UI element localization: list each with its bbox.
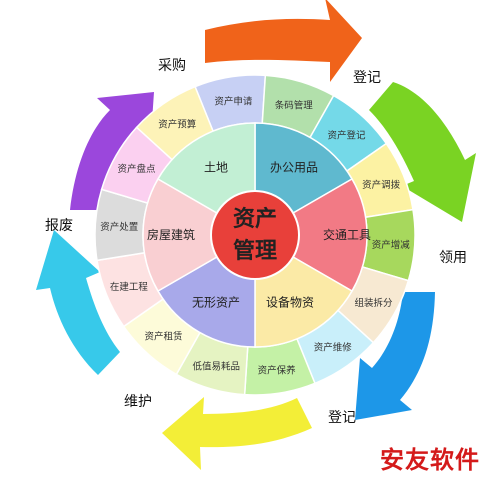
asset-process-label: 资产登记 [327, 129, 366, 141]
asset-category-label: 交通工具 [323, 227, 371, 242]
cycle-label-receive: 领用 [439, 250, 467, 266]
lifecycle-arrows [36, 0, 476, 470]
asset-process-label: 资产增减 [372, 239, 411, 251]
asset-category-label: 无形资产 [192, 296, 240, 310]
cycle-arrow-purchase [205, 0, 362, 82]
cycle-labels: 采购 登记 领用 登记 维护 报废 [45, 58, 467, 426]
asset-process-label: 低值易耗品 [192, 360, 240, 372]
asset-process-label: 资产处置 [100, 221, 138, 233]
asset-process-label: 资产盘点 [118, 163, 157, 175]
asset-category-label: 设备物资 [266, 296, 314, 310]
brand-logo-text: 安友软件 [380, 446, 480, 474]
cycle-label-register: 登记 [353, 70, 381, 86]
asset-process-label: 资产申请 [214, 96, 253, 108]
asset-process-label: 资产调拨 [362, 179, 401, 191]
asset-process-label: 在建工程 [110, 281, 149, 293]
asset-process-label: 组装拆分 [354, 297, 393, 309]
asset-process-label: 资产租赁 [144, 331, 182, 343]
cycle-label-register-2: 登记 [328, 410, 356, 426]
asset-process-label: 条码管理 [275, 100, 314, 112]
asset-process-label: 资产维修 [314, 342, 353, 354]
cycle-label-purchase: 采购 [158, 58, 186, 74]
asset-category-label: 房屋建筑 [147, 227, 195, 242]
cycle-label-maintain: 维护 [124, 394, 152, 410]
cycle-arrow-receive [355, 292, 435, 420]
center-circle [210, 190, 300, 280]
cycle-arrow-scrap [70, 92, 154, 210]
asset-process-label: 资产预算 [158, 118, 196, 130]
asset-category-label: 土地 [204, 160, 228, 174]
cycle-arrow-register [369, 82, 476, 222]
asset-category-label: 办公用品 [270, 159, 318, 174]
center-title-line1: 资产 [233, 207, 277, 232]
cycle-arrow-maintain [36, 230, 120, 375]
center-title-line2: 管理 [233, 238, 277, 264]
cycle-arrow-register-2 [162, 397, 312, 470]
asset-process-label: 资产保养 [258, 364, 297, 376]
cycle-label-scrap: 报废 [45, 218, 73, 234]
